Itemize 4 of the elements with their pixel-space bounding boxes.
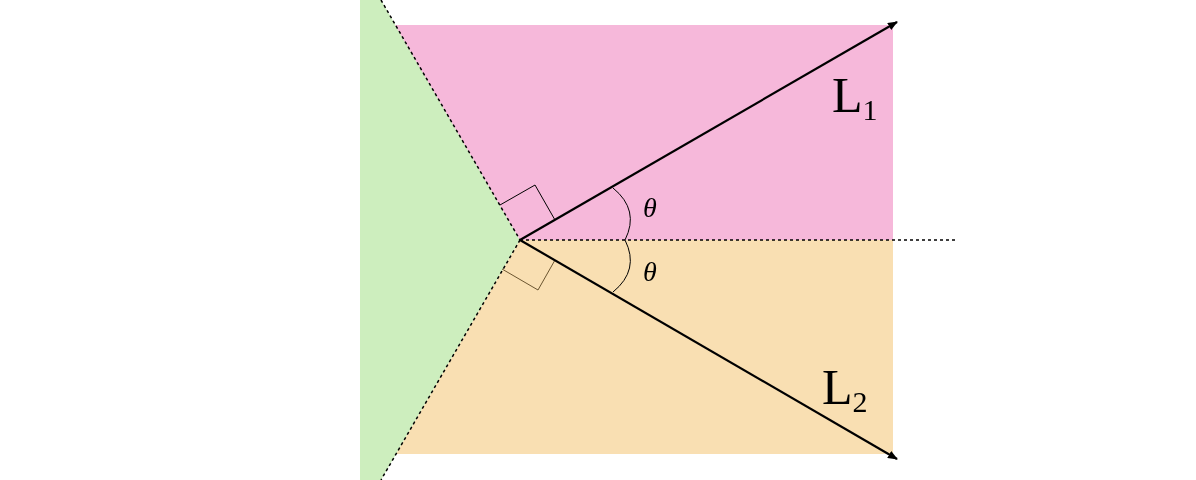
angle-label: θ (643, 194, 657, 222)
angle-label: θ (643, 258, 657, 286)
vector-label: L$_{2}$ (822, 362, 868, 417)
vector-label: L$_{1}$ (832, 70, 878, 125)
